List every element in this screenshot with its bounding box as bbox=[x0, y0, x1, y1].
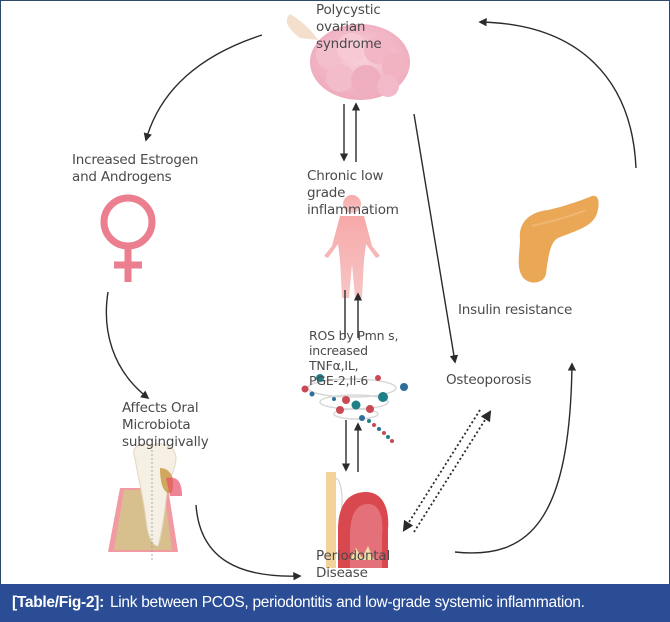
human-body-icon bbox=[324, 195, 380, 298]
label-line: Increased Estrogen bbox=[72, 152, 199, 168]
label-periodontal: Periodontal Disease bbox=[316, 548, 390, 582]
label-hormones: Increased Estrogen and Androgens bbox=[72, 152, 198, 186]
label-line: Osteoporosis bbox=[446, 372, 532, 388]
arrow-periodontal-to-osteoporosis bbox=[413, 410, 492, 533]
label-line: Periodontal bbox=[316, 548, 391, 564]
arrow-pcos-to-hormones bbox=[143, 34, 263, 142]
label-line: Chronic low bbox=[307, 168, 384, 184]
label-line: subgingivally bbox=[122, 434, 209, 450]
caption-text: Link between PCOS, periodontitis and low… bbox=[109, 594, 585, 611]
molecule-spiral-icon bbox=[301, 374, 408, 443]
arrow-hormones-to-microbiota bbox=[105, 291, 150, 400]
label-line: ROS by Pmn s, bbox=[309, 328, 399, 343]
label-line: PGE-2,Il-6 bbox=[309, 373, 369, 388]
label-line: ovarian bbox=[316, 19, 366, 35]
label-mediators: ROS by Pmn s, increased TNFα,IL, PGE-2,I… bbox=[309, 328, 398, 388]
ovary-icon bbox=[286, 14, 410, 100]
label-line: Disease bbox=[316, 565, 368, 581]
arrow-periodontal-to-insulin bbox=[454, 362, 577, 554]
label-line: Insulin resistance bbox=[458, 302, 573, 318]
arrow-pcos-to-osteoporosis bbox=[413, 113, 459, 364]
arrows bbox=[105, 17, 637, 581]
label-line: grade bbox=[307, 185, 346, 201]
label-line: syndrome bbox=[316, 36, 382, 52]
pcos-periodontitis-diagram bbox=[100, 14, 637, 581]
figure-caption: [Table/Fig-2]: Link between PCOS, period… bbox=[0, 584, 670, 622]
tooth-cross-section-icon bbox=[108, 443, 182, 560]
label-microbiota: Affects Oral Microbiota subgingivally bbox=[122, 400, 209, 451]
label-inflammation: Chronic low grade inflammatiom bbox=[307, 168, 399, 219]
label-insulin: Insulin resistance bbox=[458, 302, 572, 319]
arrow-insulin-to-pcos bbox=[478, 17, 637, 169]
caption-tag: [Table/Fig-2]: bbox=[12, 594, 104, 611]
female-symbol-icon bbox=[100, 194, 156, 282]
pancreas-icon bbox=[518, 195, 599, 283]
arrow-microbiota-to-periodontal bbox=[195, 504, 302, 581]
label-line: and Androgens bbox=[72, 169, 172, 185]
label-line: inflammatiom bbox=[307, 202, 399, 218]
label-line: Polycystic bbox=[316, 2, 381, 18]
arrow-osteoporosis-to-periodontal bbox=[402, 409, 481, 532]
label-pcos: Polycystic ovarian syndrome bbox=[316, 2, 382, 53]
label-line: Microbiota bbox=[122, 417, 191, 433]
label-line: increased bbox=[309, 343, 368, 358]
label-line: TNFα,IL, bbox=[309, 358, 359, 373]
gum-tooth-icon bbox=[326, 472, 389, 568]
label-line: Affects Oral bbox=[122, 400, 199, 416]
label-osteoporosis: Osteoporosis bbox=[446, 372, 531, 389]
